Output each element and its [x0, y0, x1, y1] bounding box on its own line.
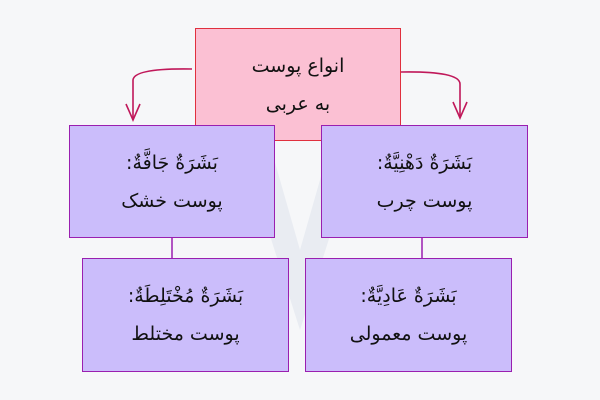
- arabic-term: بَشَرَةٌ مُخْتَلِطَةٌ:: [127, 285, 244, 307]
- arrowhead-left-icon: [125, 103, 141, 122]
- node-dry-skin: بَشَرَةٌ جَافَّةٌ: پوست خشک: [69, 125, 275, 238]
- arabic-term: بَشَرَةٌ دَهْنِيَّةٌ:: [376, 151, 473, 174]
- root-title: انواع پوست: [251, 54, 345, 77]
- root-subtitle: به عربی: [265, 92, 331, 115]
- persian-term: پوست چرب: [376, 189, 473, 212]
- arabic-term: بَشَرَةٌ جَافَّةٌ:: [126, 151, 218, 174]
- persian-term: پوست معمولی: [349, 323, 468, 345]
- node-combination-skin: بَشَرَةٌ مُخْتَلِطَةٌ: پوست مختلط: [82, 258, 289, 372]
- persian-term: پوست مختلط: [131, 323, 240, 345]
- arrow-to-dry-skin: [132, 68, 193, 120]
- node-normal-skin: بَشَرَةٌ عَادِيَّةٌ: پوست معمولی: [305, 258, 512, 372]
- arabic-term: بَشَرَةٌ عَادِيَّةٌ:: [360, 285, 457, 307]
- persian-term: پوست خشک: [121, 189, 223, 212]
- node-oily-skin: بَشَرَةٌ دَهْنِيَّةٌ: پوست چرب: [321, 125, 528, 238]
- root-node: انواع پوست به عربی: [195, 28, 401, 141]
- arrowhead-right-icon: [452, 101, 468, 120]
- arrow-to-oily-skin: [400, 71, 461, 118]
